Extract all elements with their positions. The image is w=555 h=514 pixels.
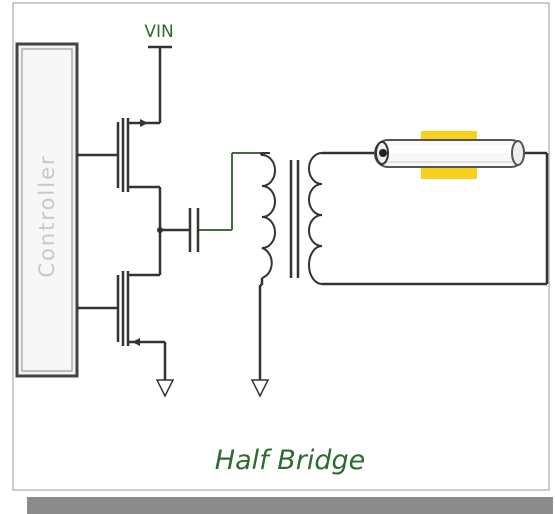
ground-symbol-switch [155, 379, 175, 398]
ground-symbol-transformer [250, 379, 270, 398]
controller-block: Controller [15, 42, 79, 378]
circuit-wires [77, 47, 549, 380]
diagram-border [12, 2, 550, 491]
lamp-electrode [379, 149, 387, 157]
vin-terminal: VIN [144, 22, 174, 49]
lamp-right-end [511, 140, 525, 166]
lamp-tube [374, 131, 525, 179]
transformer [260, 152, 323, 285]
blocking-capacitor [188, 208, 200, 252]
primary-winding [260, 152, 276, 279]
high-side-mosfet [116, 118, 148, 192]
controller-label: Controller [35, 154, 59, 277]
bottom-bar [27, 497, 553, 514]
secondary-winding [308, 152, 323, 285]
midpoint-junction [157, 227, 163, 233]
diagram-title: Half Bridge [215, 445, 365, 476]
low-side-mosfet [116, 271, 140, 346]
vin-label: VIN [144, 22, 173, 42]
